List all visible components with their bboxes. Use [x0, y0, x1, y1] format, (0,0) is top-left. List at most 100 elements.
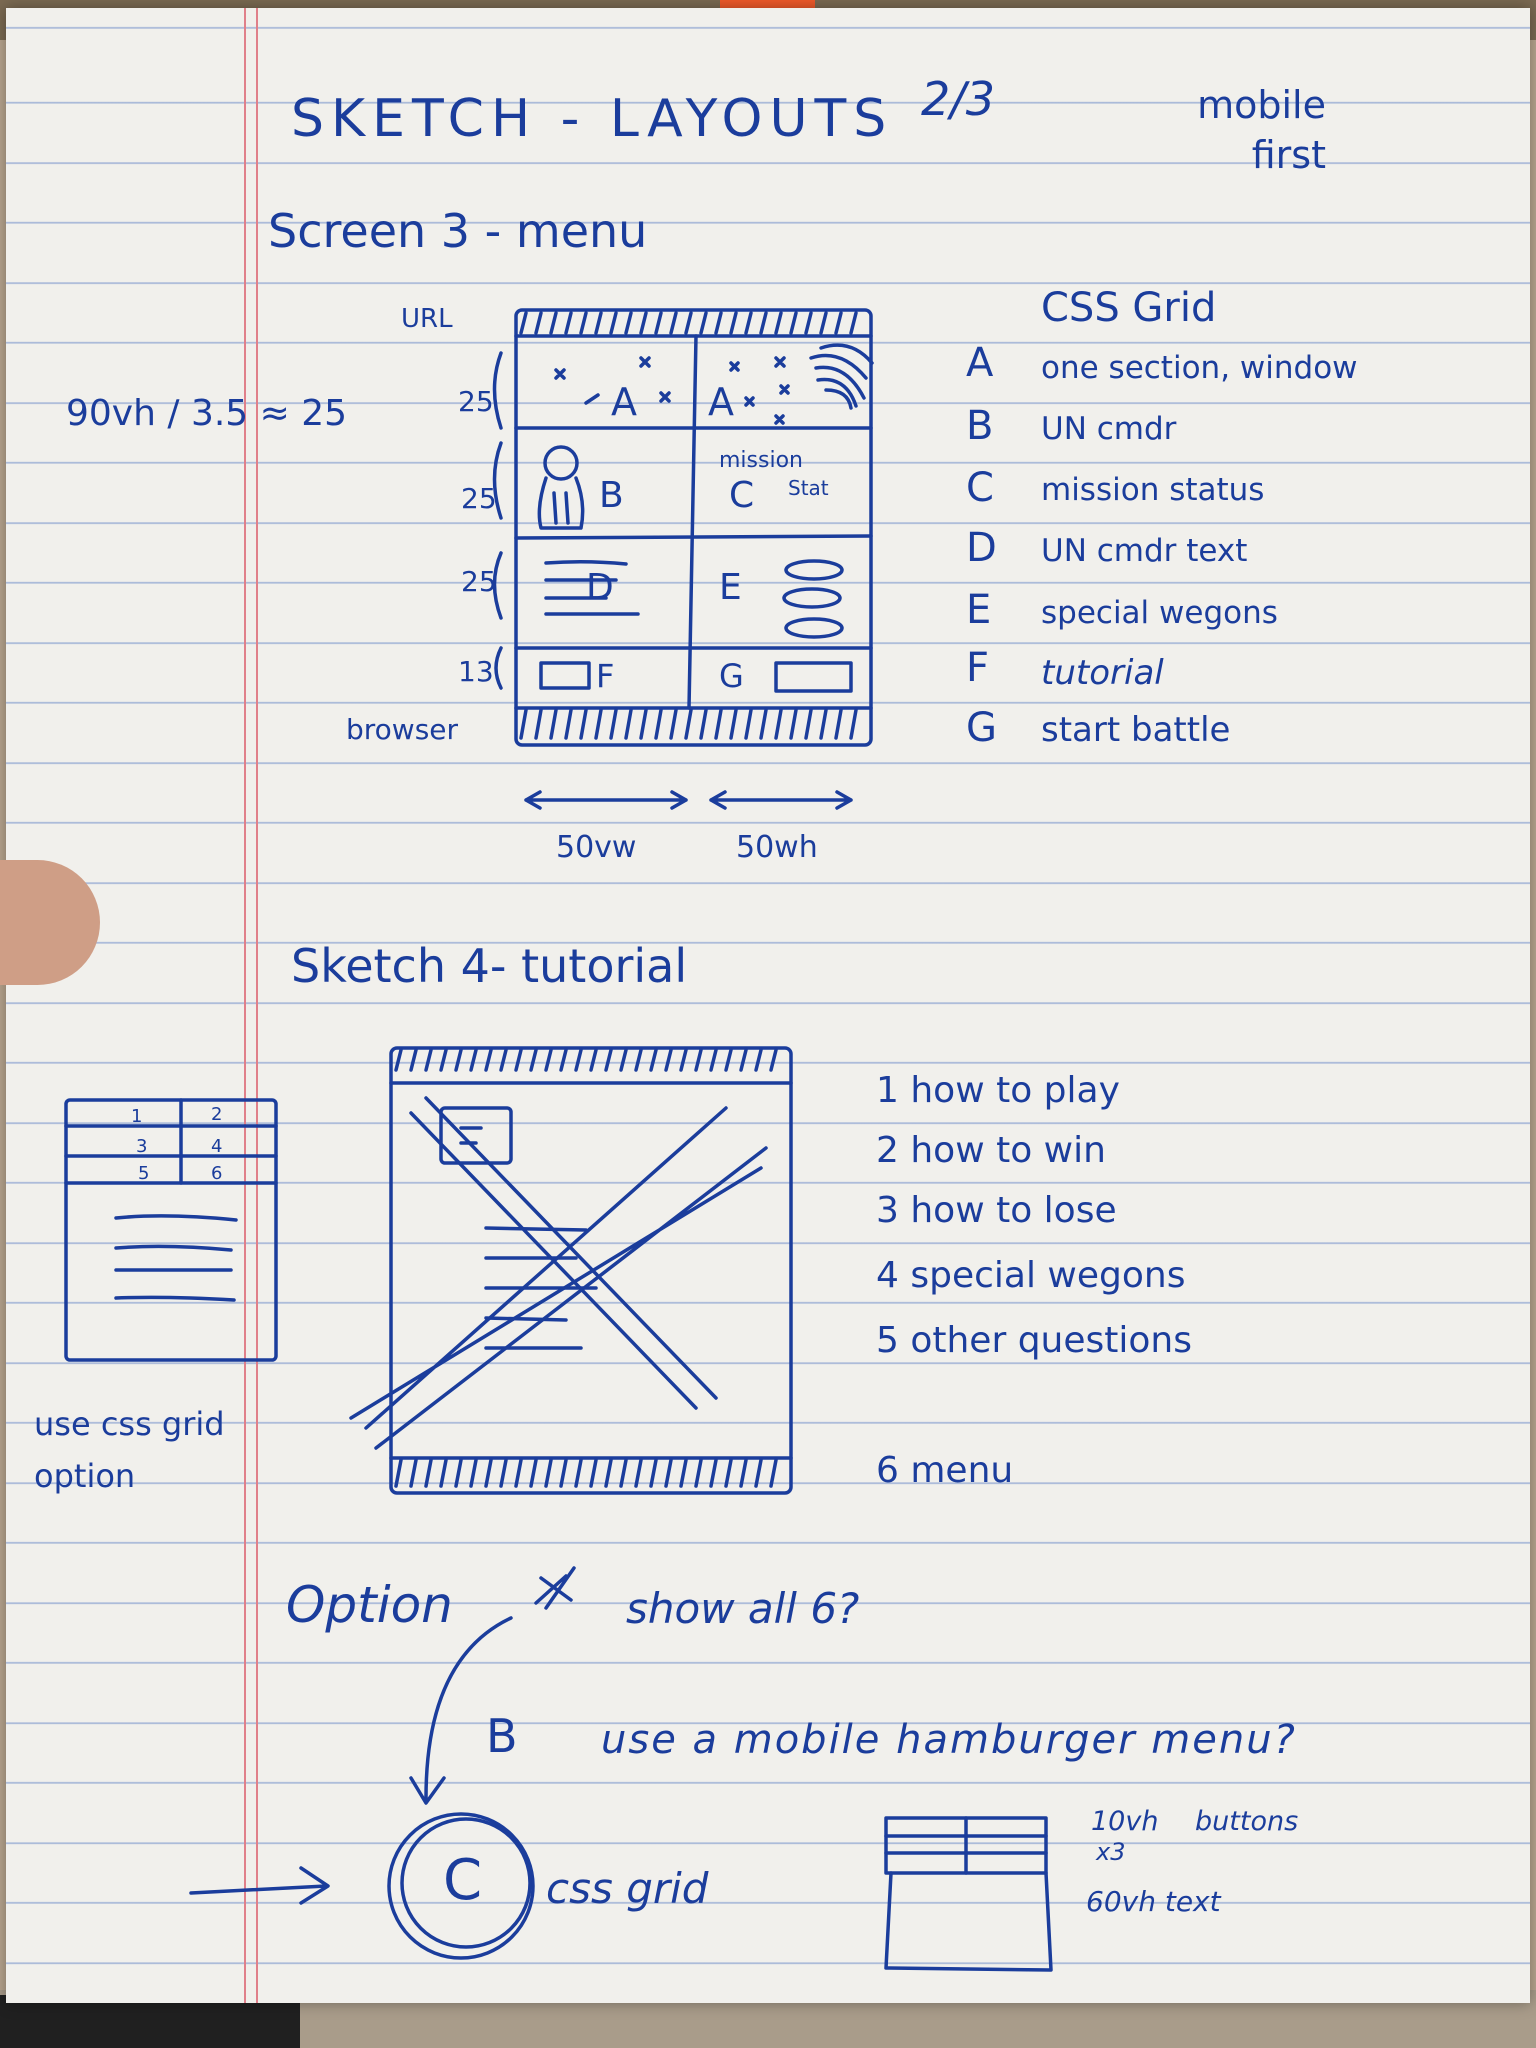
text-height-note: 60vh text	[1086, 1885, 1221, 1918]
width-label-right: 50wh	[736, 830, 818, 865]
legend-key: B	[966, 403, 994, 449]
legend-text: UN cmdr text	[1041, 533, 1248, 569]
cell-f-label: F	[596, 657, 615, 695]
stars-decoration	[554, 356, 790, 425]
row-height-label: 13	[458, 655, 494, 688]
tutorial-text-lines	[484, 1226, 598, 1350]
legend-text: start battle	[1041, 710, 1231, 750]
width-label-left: 50vw	[556, 830, 637, 865]
small-grid-cell: 2	[211, 1104, 223, 1125]
sketch4-heading: Sketch 4- tutorial	[291, 939, 688, 993]
grid-column-divider	[687, 334, 698, 710]
ink-drawings	[64, 308, 1053, 1972]
row-height-label: 25	[461, 565, 497, 598]
width-arrow-left	[524, 790, 688, 810]
legend-key: A	[966, 340, 994, 386]
small-grid-cell: 5	[138, 1163, 150, 1184]
css-grid-option-note: use css grid option	[34, 1405, 225, 1495]
weapon-button	[784, 617, 844, 639]
tutorial-list-item: 1 how to play	[876, 1070, 1120, 1111]
screen3-heading: Screen 3 - menu	[268, 204, 648, 258]
small-grid-cell: 1	[131, 1106, 143, 1127]
commander-text-lines	[544, 559, 640, 616]
legend-key: C	[966, 465, 994, 511]
background-shadow	[0, 1995, 300, 2048]
weapon-button	[784, 559, 844, 581]
browser-bar-hatching	[519, 708, 858, 740]
cell-g-label: G	[719, 657, 744, 695]
grid-row-divider	[514, 534, 873, 540]
row-height-label: 25	[461, 482, 497, 515]
legend-key: E	[966, 587, 992, 633]
cell-a-left-label: A	[611, 380, 637, 424]
legend-text: one section, window	[1041, 350, 1358, 386]
option-c-inner-circle	[400, 1817, 532, 1949]
menu-wireframe	[492, 308, 874, 810]
legend-text: UN cmdr	[1041, 411, 1177, 447]
tutorial-list-item: 6 menu	[876, 1450, 1014, 1491]
tutorial-small-grid	[64, 1098, 278, 1362]
legend-key: D	[966, 525, 997, 571]
start-battle-button	[774, 661, 853, 693]
buttons-note: 10vh buttons	[1091, 1806, 1299, 1837]
option-c-arrow	[189, 1866, 330, 1905]
legend-key: G	[966, 705, 997, 751]
legend-text: tutorial	[1041, 653, 1164, 693]
page-number: 2/3	[921, 72, 996, 126]
small-grid-frame	[64, 1098, 278, 1362]
tutorial-list-item: 2 how to win	[876, 1130, 1106, 1171]
options-drawings	[189, 1566, 1053, 1972]
option-a-label: Option	[286, 1576, 453, 1634]
scribbled-out-letter	[534, 1566, 576, 1610]
small-grid-cell: 3	[136, 1136, 148, 1157]
margin-line-1	[244, 8, 246, 2003]
legend-text: special wegons	[1041, 595, 1278, 631]
cell-a-right-label: A	[708, 380, 734, 424]
width-arrow-right	[709, 790, 853, 810]
weapon-button	[782, 587, 842, 609]
tutorial-bottom-hatching	[394, 1458, 778, 1488]
small-grid-cell: 4	[211, 1136, 223, 1157]
legend-key: F	[966, 645, 990, 691]
cell-e-label: E	[719, 567, 742, 608]
option-c-circle	[387, 1812, 535, 1960]
browser-label: browser	[346, 713, 459, 746]
tutorial-button	[539, 661, 591, 690]
times-three-note: x3	[1096, 1838, 1126, 1866]
legend-text: mission status	[1041, 472, 1265, 508]
page-title: SKETCH - LAYOUTS	[291, 89, 894, 149]
holding-thumb	[0, 860, 100, 985]
curved-arrow	[409, 1616, 513, 1805]
margin-line-2	[256, 8, 258, 2003]
small-grid-text-lines	[114, 1214, 238, 1302]
commander-body-icon	[537, 476, 585, 530]
url-label: URL	[401, 304, 453, 334]
tutorial-list-item: 5 other questions	[876, 1320, 1192, 1361]
planet-scribble	[809, 343, 874, 410]
tutorial-list-item: 4 special wegons	[876, 1255, 1186, 1296]
tutorial-top-hatching	[394, 1048, 778, 1072]
row-height-label: 25	[458, 385, 494, 418]
tutorial-list-item: 3 how to lose	[876, 1190, 1117, 1231]
row-height-brackets	[492, 351, 503, 690]
option-b-text: use a mobile hamburger menu?	[601, 1717, 1297, 1763]
height-formula: 90vh / 3.5 ≈ 25	[66, 393, 348, 434]
mobile-first-note: mobile first	[1197, 83, 1326, 177]
cell-b-label: B	[599, 475, 624, 516]
url-bar-hatching	[519, 311, 858, 335]
option-b-key: B	[486, 1709, 518, 1763]
cross-out-strokes	[349, 1096, 768, 1450]
notebook-page: SKETCH - LAYOUTS 2/3 mobile first Screen…	[6, 8, 1530, 2003]
tutorial-image-box	[439, 1106, 513, 1165]
cell-c-label: C	[729, 475, 755, 516]
tutorial-crossed-wireframe	[349, 1046, 793, 1495]
option-a-text: show all 6?	[626, 1584, 860, 1633]
cell-c-top-label: mission	[719, 448, 803, 473]
option-c-text: css grid	[546, 1864, 709, 1913]
small-grid-cell: 6	[211, 1163, 223, 1184]
wireframe-frame	[514, 308, 873, 747]
text-area-sketch	[884, 1871, 1053, 1972]
commander-head-icon	[543, 445, 579, 481]
option-c-key: C	[443, 1848, 483, 1913]
legend-title: CSS Grid	[1041, 285, 1217, 331]
